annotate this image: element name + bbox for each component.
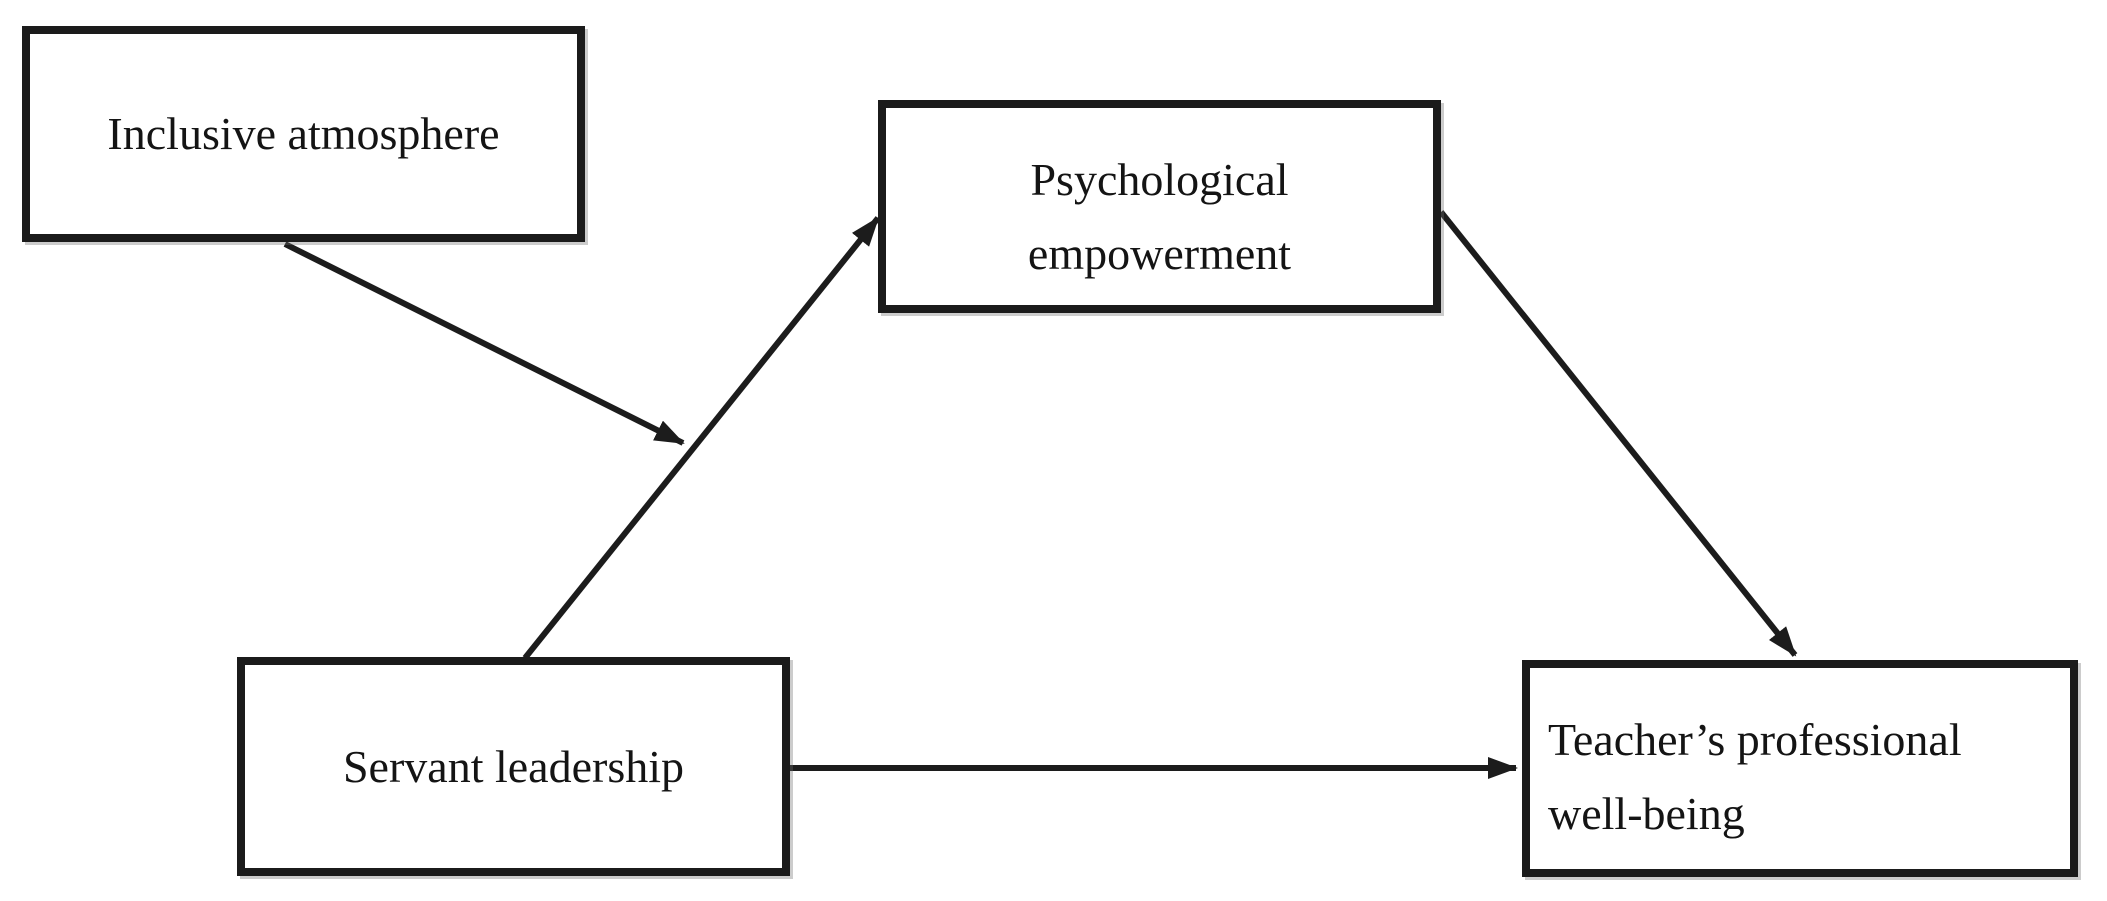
moderation-arrow: [283, 241, 685, 446]
box-label-line-1: Psychological: [1030, 153, 1289, 205]
box-servant-leadership: Servant leadership: [237, 657, 790, 876]
box-teachers-professional-well-being: Teacher’s professional well-being: [1522, 660, 2078, 877]
box-label-line-2: empowerment: [1027, 227, 1292, 279]
psych-to-teacher-arrow: [1438, 210, 1798, 657]
box-psychological-empowerment: Psychological empowerment: [878, 100, 1441, 313]
box-inclusive-atmosphere: Inclusive atmosphere: [22, 26, 585, 242]
box-label: Inclusive atmosphere: [107, 108, 500, 160]
box-label-line-2: well-being: [1548, 787, 1745, 839]
box-label: Servant leadership: [342, 740, 685, 792]
box-label-line-1: Teacher’s professional: [1548, 713, 1962, 765]
servant-to-psych-arrow: [522, 216, 881, 660]
